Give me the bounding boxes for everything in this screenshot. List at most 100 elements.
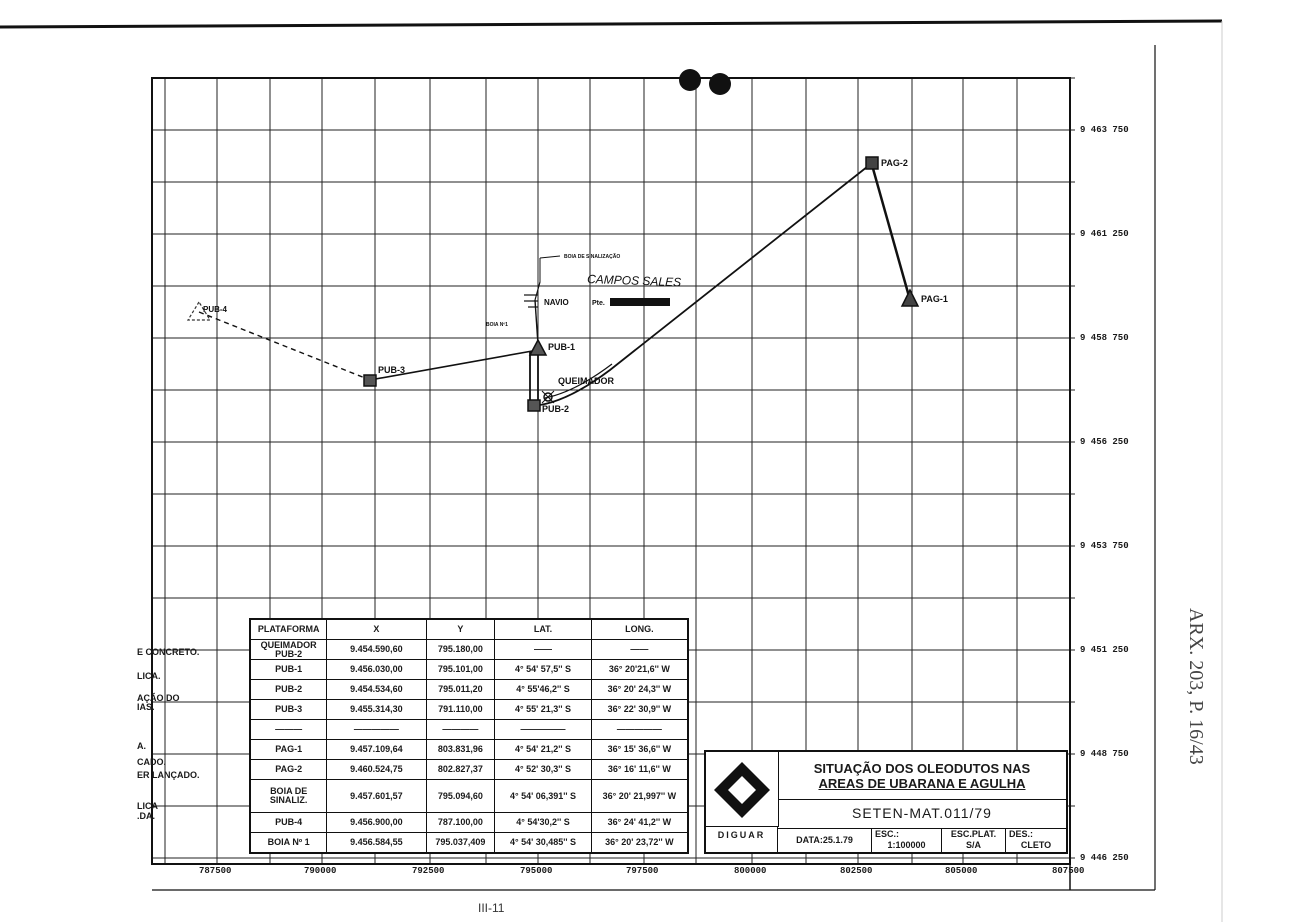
- table-cell-long: 36° 20'21,6'' W: [590, 659, 689, 680]
- table-cell-name: PUB-3: [249, 699, 328, 720]
- y-tick-label: 9 461 250: [1080, 229, 1129, 239]
- table-cell-lat: 4° 54' 06,391'' S: [494, 779, 592, 813]
- pipeline-pub2-pag2: [539, 162, 873, 406]
- table-cell-long: 36° 20' 24,3'' W: [590, 679, 689, 700]
- label-pub1: PUB-1: [548, 342, 575, 352]
- table-cell-long: 36° 24' 41,2'' W: [590, 812, 689, 833]
- table-cell-name: ———: [249, 719, 328, 740]
- pipeline-pag2-pag1: [870, 164, 912, 301]
- label-boia-n1: BOIA Nº1: [486, 322, 508, 328]
- company-logo: [706, 752, 779, 827]
- table-cell-name: PUB-1: [249, 659, 328, 680]
- hole-punch-mark: [709, 73, 731, 95]
- bottom-stamp: III-11: [478, 901, 505, 915]
- table-cell-name: PUB-2: [249, 679, 328, 700]
- table-cell-x: 9.460.524,75: [326, 759, 427, 780]
- legend-fragment: ER LANÇADO.: [137, 770, 200, 780]
- drawing-date: DATA:25.1.79: [778, 828, 872, 854]
- table-cell-lat: 4° 54' 21,2'' S: [494, 739, 592, 760]
- table-cell-name: PAG-1: [249, 739, 328, 760]
- table-cell-lat: 4° 55' 21,3'' S: [494, 699, 592, 720]
- platform-pub1-marker: [528, 338, 548, 356]
- y-tick-label: 9 458 750: [1080, 333, 1129, 343]
- side-archive-note: ARX. 203, P. 16/43: [1185, 608, 1207, 765]
- legend-fragment: CADO.: [137, 757, 166, 767]
- map-grid: [152, 77, 1075, 864]
- table-cell-long: 36° 20' 23,72'' W: [590, 832, 689, 854]
- y-tick-label: 9 448 750: [1080, 749, 1129, 759]
- table-cell-y: 791.110,00: [425, 699, 496, 720]
- redacted-name: [610, 298, 670, 306]
- col-y: Y: [425, 618, 496, 640]
- x-tick-label: 795000: [520, 866, 553, 876]
- x-tick-label: 807500: [1052, 866, 1085, 876]
- legend-fragment: A.: [137, 741, 146, 751]
- legend-fragment: LICA.: [137, 671, 161, 681]
- label-navio: NAVIO: [544, 298, 569, 307]
- platform-pag2-marker: [865, 156, 879, 170]
- y-tick-label: 9 453 750: [1080, 541, 1129, 551]
- label-boia-sinalizacao: BOIA DE SINALIZAÇÃO: [564, 253, 620, 260]
- table-cell-lat: ——: [494, 639, 592, 660]
- drawing-code: SETEN-MAT.011/79: [778, 800, 1066, 829]
- label-pub4: PUB-4: [203, 305, 228, 314]
- x-tick-label: 802500: [840, 866, 873, 876]
- pipeline-pub4-pub3: [198, 311, 371, 381]
- scale-label: ESC.:: [875, 829, 900, 839]
- title-line-1: SITUAÇÃO DOS OLEODUTOS NAS: [813, 761, 1031, 776]
- table-cell-x: —————: [326, 719, 427, 740]
- table-cell-y: 787.100,00: [425, 812, 496, 833]
- table-cell-long: 36° 22' 30,9'' W: [590, 699, 689, 720]
- table-cell-y: ————: [425, 719, 496, 740]
- col-long: LONG.: [590, 618, 689, 640]
- label-queimador: QUEIMADOR: [558, 376, 615, 386]
- x-tick-label: 790000: [304, 866, 337, 876]
- table-cell-y: 795.180,00: [425, 639, 496, 660]
- pipeline-navio-boia: [534, 281, 541, 301]
- table-row: ——————————————————————: [249, 719, 689, 740]
- x-tick-label: 805000: [945, 866, 978, 876]
- table-cell-name: PAG-2: [249, 759, 328, 780]
- table-cell-x: 9.457.109,64: [326, 739, 427, 760]
- table-cell-name: PUB-4: [249, 812, 328, 833]
- platform-pag1-marker: [900, 288, 920, 307]
- pipeline-pub3-pub1: [369, 349, 539, 381]
- label-pub3: PUB-3: [378, 365, 405, 375]
- table-cell-name: BOIA Nº 1: [249, 832, 328, 854]
- table-cell-lat: 4° 54'30,2'' S: [494, 812, 592, 833]
- legend-fragment: E CONCRETO.: [137, 647, 200, 657]
- legend-fragment: AÇÃO DO: [137, 693, 180, 703]
- table-cell-lat: 4° 54' 57,5'' S: [494, 659, 592, 680]
- y-tick-label: 9 456 250: [1080, 437, 1129, 447]
- platform-pub4-marker: [186, 300, 212, 321]
- label-pub2: PUB-2: [542, 404, 569, 414]
- label-pag1: PAG-1: [921, 294, 948, 304]
- table-cell-lat: 4° 55'46,2'' S: [494, 679, 592, 700]
- table-cell-long: 36° 16' 11,6'' W: [590, 759, 689, 780]
- col-plataforma: PLATAFORMA: [249, 618, 328, 640]
- x-tick-label: 792500: [412, 866, 445, 876]
- x-tick-label: 800000: [734, 866, 767, 876]
- table-cell-lat: 4° 54' 30,485'' S: [494, 832, 592, 854]
- drawing-title: SITUAÇÃO DOS OLEODUTOS NAS AREAS DE UBAR…: [778, 752, 1066, 800]
- table-cell-y: 795.101,00: [425, 659, 496, 680]
- table-cell-x: 9.454.534,60: [326, 679, 427, 700]
- navio-marker: [524, 294, 538, 308]
- drawn-value: CLETO: [1020, 840, 1052, 850]
- org-name: DIGUAR: [706, 826, 778, 854]
- table-cell-lat: 4° 52' 30,3'' S: [494, 759, 592, 780]
- platform-pub3-marker: [363, 374, 377, 387]
- table-cell-x: 9.457.601,57: [326, 779, 427, 813]
- hole-punch-mark: [679, 69, 701, 91]
- legend-fragment: LICA: [137, 801, 158, 811]
- label-campos-sales: CAMPOS SALES: [587, 272, 681, 289]
- table-cell-y: 795.011,20: [425, 679, 496, 700]
- table-cell-y: 802.827,37: [425, 759, 496, 780]
- x-tick-label: 797500: [626, 866, 659, 876]
- plat-scale-label: ESC.PLAT.: [950, 829, 997, 839]
